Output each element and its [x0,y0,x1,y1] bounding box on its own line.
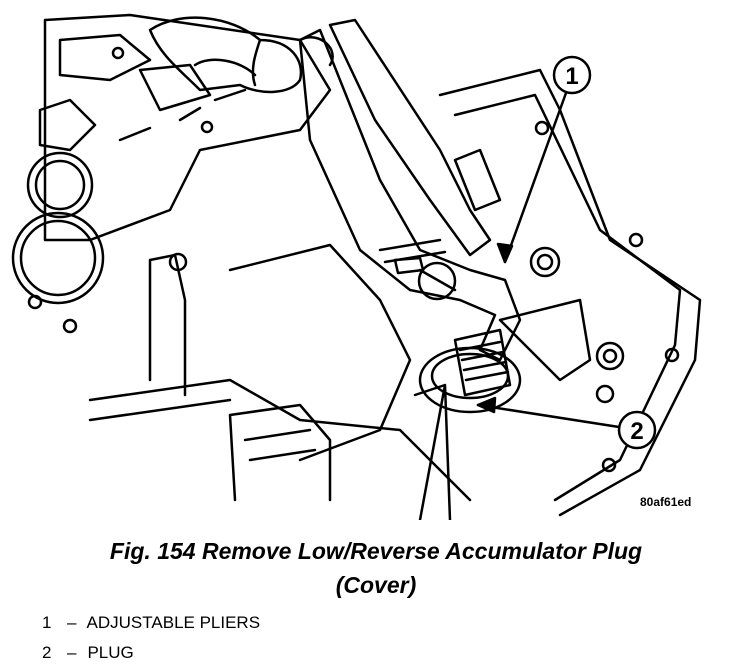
callout-2-number: 2 [630,418,643,445]
case-lower-section-drawing [88,243,472,520]
legend-number: 2 [42,643,52,662]
callout-legend: 1 – ADJUSTABLE PLIERS 2 – PLUG [42,608,260,668]
adjustable-pliers-drawing [298,18,522,362]
callout-1-number: 1 [565,63,578,90]
legend-separator: – [67,643,77,662]
image-reference-code: 80af61ed [640,495,692,509]
legend-separator: – [67,613,77,632]
legend-item-1: 1 – ADJUSTABLE PLIERS [42,608,260,638]
caption-line-1: Fig. 154 Remove Low/Reverse Accumulator … [109,538,643,564]
figure-caption: Fig. 154 Remove Low/Reverse Accumulator … [0,534,752,602]
legend-label: ADJUSTABLE PLIERS [86,613,261,632]
legend-label: PLUG [87,643,134,662]
transmission-case-drawing [438,68,702,517]
pliers-removing-plug-illustration: 1 2 [11,13,702,520]
callout-1: 1 [496,55,592,264]
legend-item-2: 2 – PLUG [42,638,260,668]
caption-line-2: (Cover) [335,572,417,598]
valve-body-drawing [11,13,332,334]
callout-2: 2 [476,396,657,450]
accumulator-plug-drawing [418,328,522,414]
legend-number: 1 [42,613,52,632]
